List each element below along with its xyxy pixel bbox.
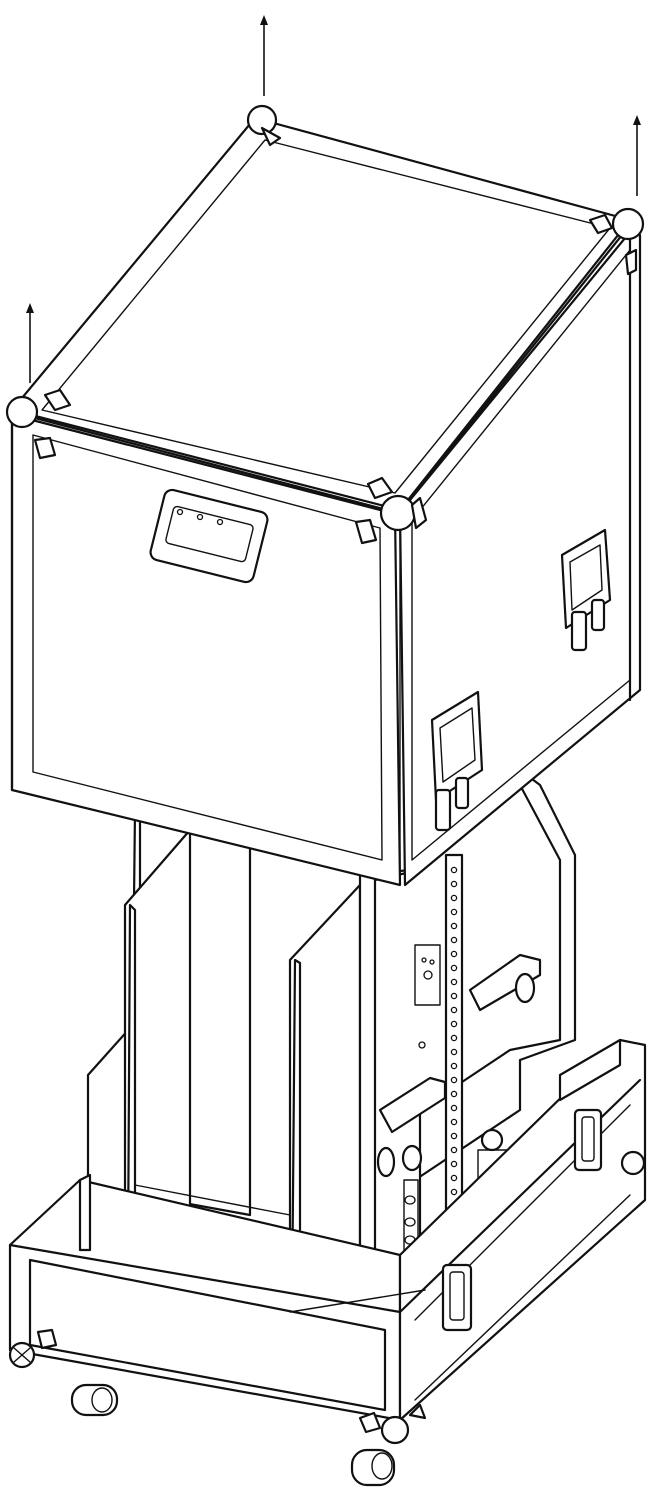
base-corner-fittings: [8, 1150, 646, 1445]
stand-base: [8, 768, 647, 1487]
caster-wheels: [70, 1383, 396, 1487]
flight-case: [10, 116, 642, 887]
base-latches: [441, 1108, 603, 1332]
case-latches: [434, 598, 606, 832]
case-corner-fittings: [5, 104, 645, 545]
case-handle-front: [149, 488, 269, 584]
